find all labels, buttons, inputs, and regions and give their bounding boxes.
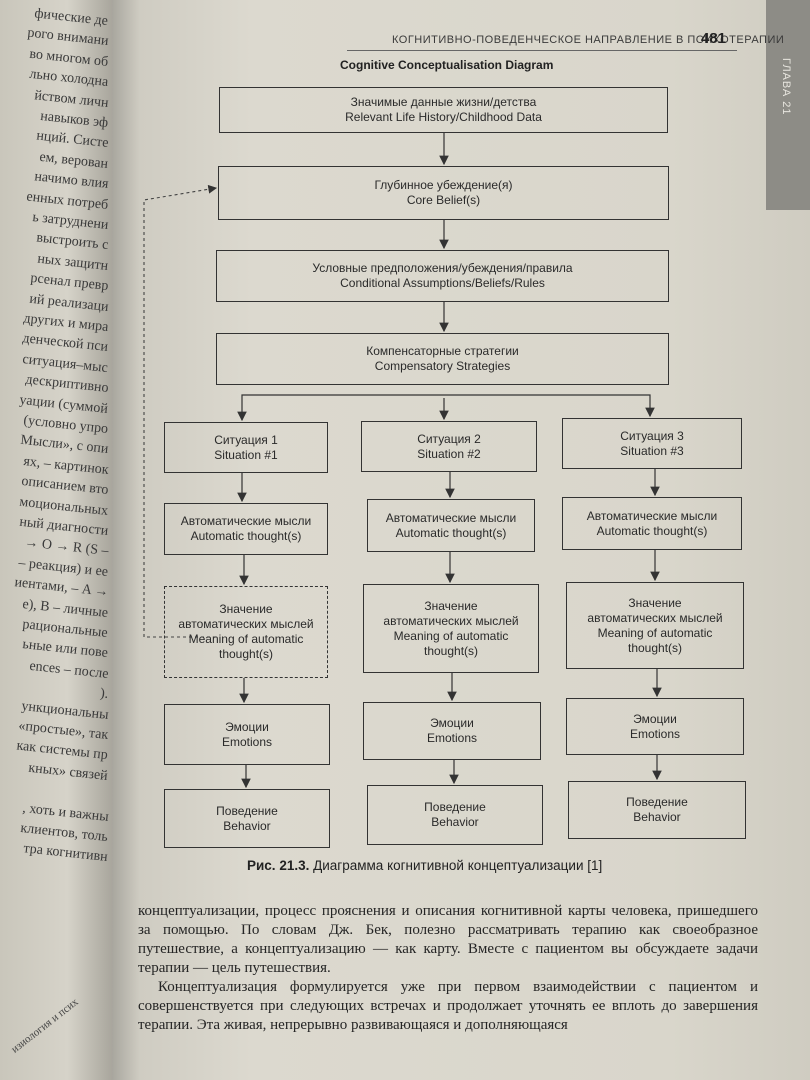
left-page-line: выстроить с [35,230,109,254]
dashed-feedback-line [143,184,218,638]
left-page-line: дескриптивно [24,372,109,397]
left-page-line: навыков эф [39,108,109,131]
box-conditional-assumptions: Условные предположения/убеждения/правила… [216,250,669,302]
left-page-line: нций. Систе [35,128,109,152]
running-head: КОГНИТИВНО-ПОВЕДЕНЧЕСКОЕ НАПРАВЛЕНИЕ В П… [392,34,785,46]
figure-caption: Рис. 21.3. Диаграмма когнитивной концепт… [247,858,602,873]
left-page-line: рсенал превр [29,271,109,295]
left-page-line: ем, верован [38,149,109,172]
left-page-line: ). [99,686,109,703]
branch-connector [241,394,651,398]
paragraph-2: Концептуализация формулируется уже при п… [138,979,758,1033]
left-page-line: кных» связей [28,760,109,784]
diagram-connectors [143,133,662,789]
body-text: концептуализации, процесс прояснения и о… [138,902,758,1035]
box-core-beliefs: Глубинное убеждение(я)Core Belief(s) [218,166,669,220]
chapter-tab-label: ГЛАВА 21 [780,58,792,116]
left-page-line: тра когнитивн [23,841,109,866]
left-page-line: ences – после [28,658,109,682]
left-page-bottom-text: изиология и псих [9,996,81,1056]
left-page-line: йством личн [33,87,109,111]
chapter-tab: ГЛАВА 21 [766,0,810,210]
figure-label: Рис. 21.3. [247,858,310,873]
book-page: ГЛАВА 21 КОГНИТИВНО-ПОВЕДЕНЧЕСКОЕ НАПРАВ… [112,0,810,1080]
figure-caption-text: Диаграмма когнитивной концептуализации [… [313,858,603,873]
header-rule [347,50,737,51]
left-page-line: ных защитн [36,251,109,274]
page-number: 481 [701,30,727,47]
left-page-line: льно холодна [28,66,109,91]
diagram-title: Cognitive Conceptualisation Diagram [340,58,554,72]
left-page-line: начимо влия [33,169,109,193]
paragraph-1: концептуализации, процесс прояснения и о… [138,903,758,976]
